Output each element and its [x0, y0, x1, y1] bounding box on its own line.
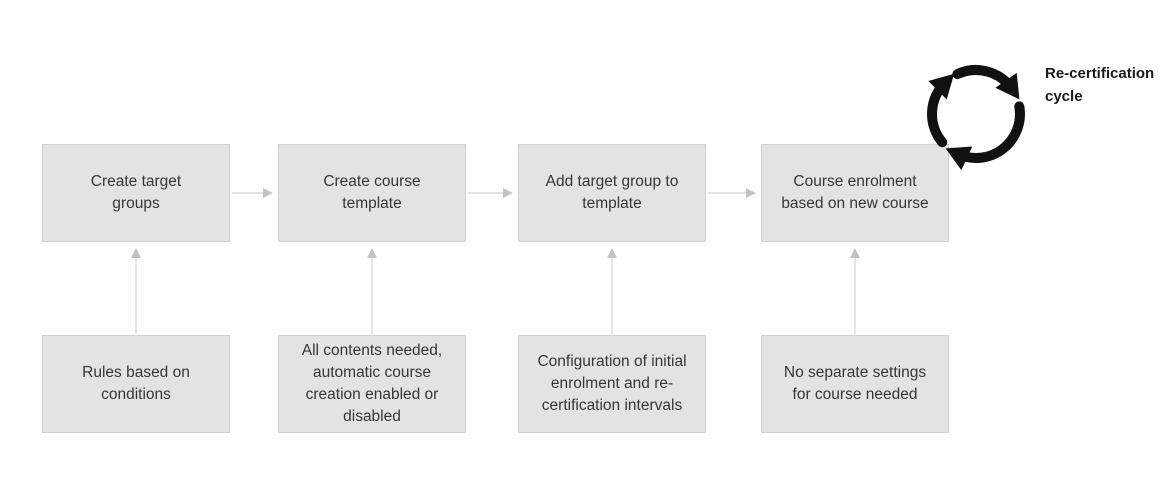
note-box-all-contents-needed: All contents needed, automatic course cr…	[278, 335, 466, 433]
step-box-create-course-template: Create course template	[278, 144, 466, 242]
note-box-no-separate-settings: No separate settings for course needed	[761, 335, 949, 433]
step-box-add-target-group: Add target group to template	[518, 144, 706, 242]
note-box-rules-based-on-conditions: Rules based on conditions	[42, 335, 230, 433]
note-box-configuration-intervals: Configuration of initial enrolment and r…	[518, 335, 706, 433]
recertification-cycle-label: Re-certification cycle	[1045, 65, 1155, 105]
step-box-create-target-groups: Create target groups	[42, 144, 230, 242]
recertification-cycle-icon	[927, 65, 1025, 171]
step-box-course-enrolment: Course enrolment based on new course	[761, 144, 949, 242]
